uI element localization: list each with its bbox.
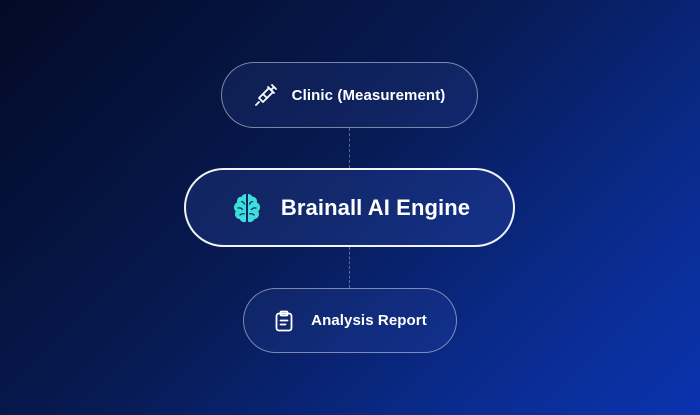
report-node: Analysis Report	[243, 288, 457, 353]
brain-icon	[229, 190, 265, 226]
clinic-node-label: Clinic (Measurement)	[291, 86, 446, 104]
connector-clinic-to-engine	[349, 128, 350, 168]
clipboard-icon	[273, 310, 295, 332]
engine-node: Brainall AI Engine	[184, 168, 515, 247]
engine-node-label: Brainall AI Engine	[280, 194, 471, 220]
connector-engine-to-report	[349, 247, 350, 288]
syringe-icon	[254, 83, 278, 107]
report-node-label: Analysis Report	[311, 312, 427, 329]
clinic-node: Clinic (Measurement)	[221, 62, 478, 128]
